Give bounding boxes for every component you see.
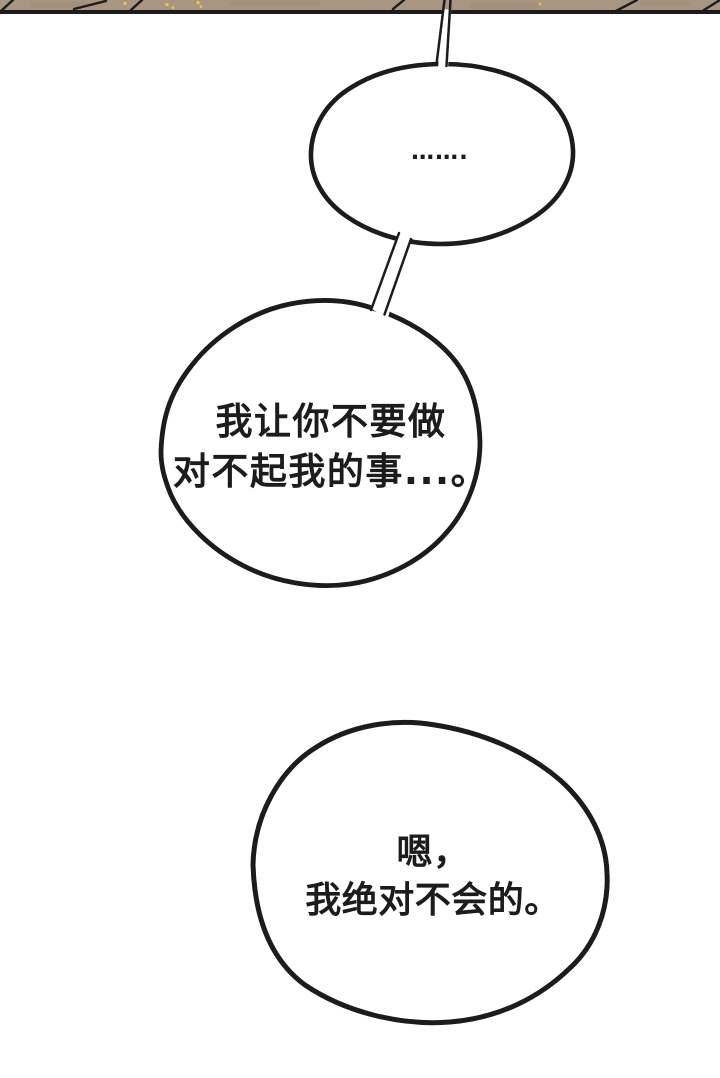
- promise-bubble-line-2: 我绝对不会的。: [305, 880, 561, 921]
- warning-bubble-text: 我让你不要做 对不起我的事...。: [166, 397, 496, 497]
- tail-2-channel: [370, 228, 413, 319]
- ceiling-border-line: [0, 10, 720, 14]
- gold-speckles: [123, 0, 542, 9]
- promise-bubble-text: 嗯， 我绝对不会的。: [283, 829, 583, 925]
- warning-bubble-line-2: 对不起我的事...。: [172, 450, 490, 493]
- speech-bubble-ellipsis: [308, 61, 576, 247]
- tail-2-lines: [369, 231, 413, 316]
- promise-bubble-line-1: 嗯，: [396, 832, 470, 873]
- ceiling-mottling: [30, 1, 690, 9]
- speech-bubble-promise: [250, 719, 610, 1026]
- ceiling-strip: [0, 0, 720, 15]
- ceiling-strip-fill: [0, 0, 720, 11]
- warning-bubble-line-1: 我让你不要做: [215, 400, 447, 443]
- ellipsis-bubble-text: …….: [411, 139, 469, 165]
- tail-1-lines: [435, 0, 452, 68]
- speech-bubble-warning: [158, 298, 483, 588]
